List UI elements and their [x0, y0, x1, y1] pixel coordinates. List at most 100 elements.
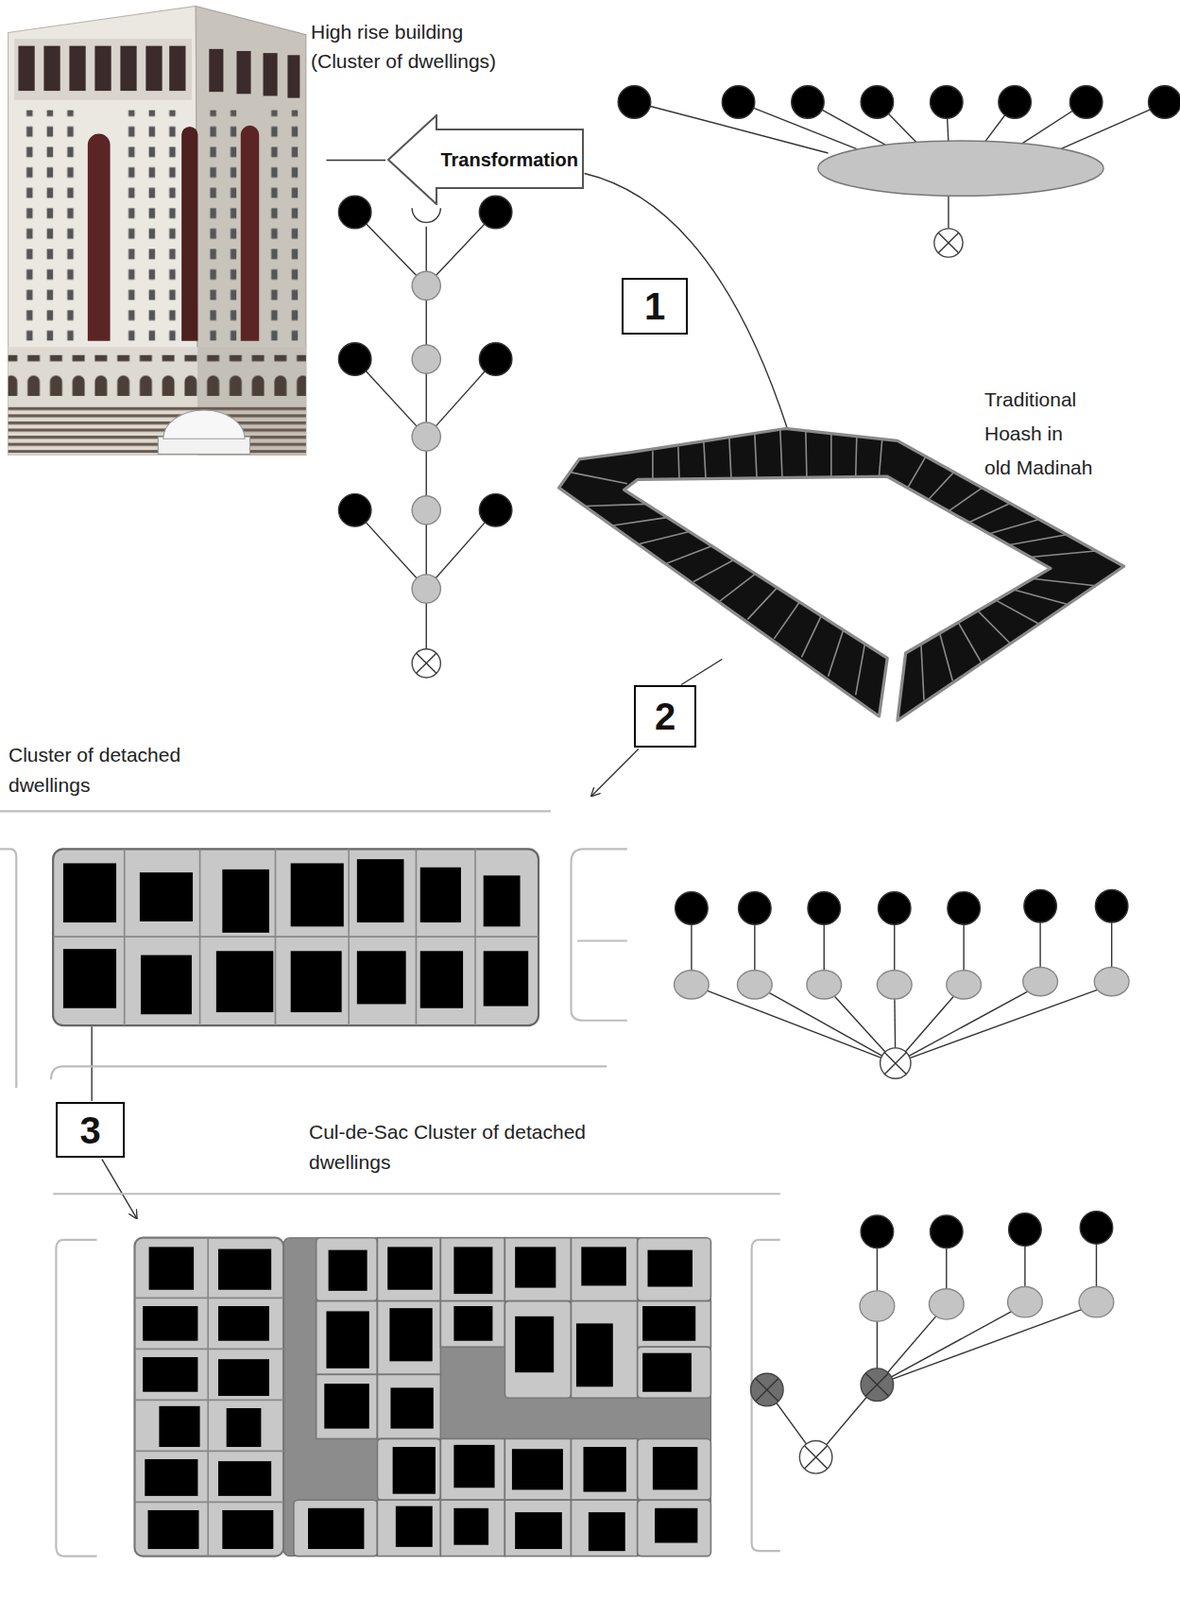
cul-de-sac-cluster: [134, 1501, 284, 1504]
hoash-plan: [921, 642, 924, 700]
building-photo: [205, 110, 237, 342]
road-edge: [0, 809, 551, 812]
access-tree: [1008, 1213, 1043, 1247]
cul-de-sac-cluster: [504, 1437, 571, 1500]
dwelling-cluster: [52, 848, 539, 1026]
cul-de-sac-cluster: [514, 1511, 563, 1549]
access-tree: [1094, 889, 1129, 924]
cul-de-sac-cluster: [440, 1300, 505, 1348]
cul-de-sac-cluster: [652, 1446, 698, 1489]
cul-de-sac-cluster: [316, 1237, 378, 1301]
cul-de-sac-cluster: [226, 1407, 262, 1447]
access-tree: [411, 344, 441, 374]
building-photo: [181, 126, 198, 342]
hoash-plan: [639, 531, 690, 545]
cul-de-sac-cluster: [376, 1437, 441, 1500]
leader-line: [584, 173, 788, 429]
hoash-plan: [585, 503, 647, 506]
building-photo: [157, 436, 250, 454]
cul-de-sac-cluster: [504, 1300, 571, 1399]
leader-line: [325, 160, 787, 429]
hoash-plan: [855, 436, 857, 476]
access-tree: [947, 891, 981, 925]
access-tree: [866, 1372, 890, 1396]
leader-line: [90, 1026, 92, 1101]
hoash-plan: [1009, 534, 1067, 546]
access-tree: [736, 970, 772, 999]
access-tree: [751, 1211, 1114, 1473]
access-tree: [804, 1445, 828, 1469]
building-photo: [14, 38, 192, 101]
cul-de-sac-cluster: [134, 1237, 284, 1557]
access-tree: [338, 195, 372, 229]
hoash-plan: [976, 610, 1010, 644]
access-tree: [411, 649, 441, 678]
hoash-plan: [948, 487, 983, 512]
access-tree: [411, 422, 441, 451]
cul-de-sac-cluster: [654, 1507, 698, 1543]
cul-de-sac-cluster: [440, 1437, 505, 1500]
hoash-plan: [879, 438, 883, 476]
cul-de-sac-cluster: [218, 1358, 270, 1396]
access-tree: [1024, 889, 1058, 924]
access-tree: [884, 1051, 907, 1075]
cul-de-sac-cluster: [637, 1346, 712, 1398]
access-tree: [860, 1214, 894, 1249]
cul-de-sac-cluster: [637, 1300, 712, 1348]
building-photo: [116, 110, 180, 342]
leader-line: [102, 1159, 137, 1219]
cul-de-sac-cluster: [324, 1383, 369, 1429]
cul-de-sac-cluster: [581, 1246, 626, 1285]
access-tree: [930, 1214, 964, 1249]
access-tree: [721, 85, 755, 120]
hoash-plan: [678, 446, 680, 479]
dwelling-cluster: [357, 950, 407, 1004]
access-tree: [860, 1368, 894, 1402]
building-photo: [163, 410, 245, 439]
access-tree: [411, 271, 441, 300]
access-tree: [1148, 85, 1180, 120]
building-photo: [119, 46, 137, 92]
dwelling-cluster: [483, 950, 529, 1006]
access-tree: [1079, 1211, 1113, 1245]
access-tree: [411, 495, 441, 525]
hoash-plan: [1013, 589, 1067, 604]
access-tree: [930, 85, 964, 120]
hoash-plan: [1029, 550, 1095, 557]
access-tree: [934, 228, 963, 257]
cul-de-sac-cluster: [149, 1246, 194, 1289]
dwelling-cluster: [357, 858, 405, 923]
cul-de-sac-cluster: [325, 1310, 369, 1368]
access-tree: [674, 970, 710, 999]
cul-de-sac-cluster: [134, 1237, 284, 1557]
cul-de-sac-cluster: [206, 1237, 209, 1557]
cul-de-sac-cluster: [514, 1246, 556, 1287]
cul-de-sac-cluster: [142, 1246, 698, 1551]
cul-de-sac-cluster: [376, 1499, 441, 1556]
cul-de-sac-cluster: [514, 1316, 554, 1372]
access-tree: [675, 891, 709, 925]
hoash-plan: [651, 450, 654, 479]
callout-box: 3: [55, 1101, 125, 1158]
access-tree: [338, 494, 372, 528]
dwelling-cluster: [290, 950, 343, 1012]
transformation-arrow: Transformation: [387, 114, 584, 206]
cul-de-sac-cluster: [512, 1448, 564, 1489]
access-tree: [895, 984, 1112, 1063]
cul-de-sac-cluster: [504, 1237, 571, 1301]
dwelling-cluster: [420, 950, 463, 1008]
access-tree: [1094, 967, 1129, 996]
hoash-plan: [969, 502, 1011, 523]
cul-de-sac-cluster: [571, 1237, 638, 1301]
hoash-plan: [693, 560, 734, 582]
hoash-plan: [773, 601, 800, 639]
building-photo: [263, 110, 303, 342]
access-tree: [938, 232, 959, 254]
hoash-plan: [801, 615, 821, 657]
cul-de-sac-cluster: [571, 1437, 638, 1500]
access-tree: [806, 970, 842, 999]
access-tree: [1023, 967, 1059, 996]
